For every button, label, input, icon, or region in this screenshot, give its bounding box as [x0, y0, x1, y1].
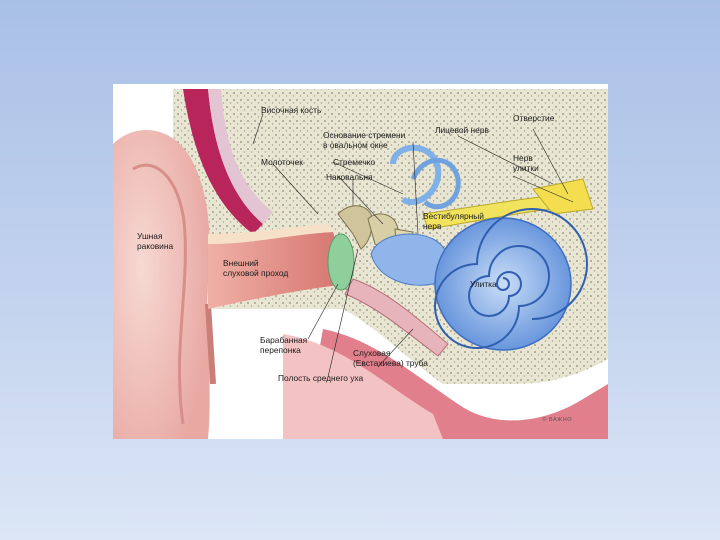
label-temporal-bone: Височная кость — [261, 105, 322, 115]
label-malleus: Молоточек — [261, 157, 303, 167]
illustration-credit: © ВАЖНО — [542, 417, 572, 423]
label-opening: Отверстие — [513, 113, 555, 123]
label-eardrum: Барабанная перепонка — [260, 335, 308, 355]
label-cochlea: Улитка — [470, 279, 497, 289]
eustachian-tube-shape — [344, 278, 449, 357]
label-eustachian-tube: Слуховая (Евстахиева) труба — [353, 348, 428, 368]
label-middle-ear-cavity: Полость среднего уха — [278, 373, 364, 383]
ear-anatomy-illustration — [113, 89, 608, 439]
auricle-shape — [113, 130, 210, 439]
label-auricle: Ушная раковина — [137, 231, 174, 251]
label-stapes-base: Основание стремени в овальном окне — [323, 130, 406, 150]
cochlea-shape — [434, 217, 572, 351]
ossicles-shape — [337, 205, 373, 250]
label-cochlear-nerve: Нерв улитки — [513, 153, 539, 173]
leader-lines — [252, 113, 574, 378]
label-incus: Наковальня — [326, 172, 373, 182]
ear-anatomy-figure: Височная кость Отверстие Основание стрем… — [113, 84, 608, 439]
cochlea-spiral — [434, 208, 588, 349]
ear-canal-shape — [208, 232, 348, 309]
label-ear-canal: Внешний слуховой проход — [223, 258, 289, 278]
label-stapes: Стремечко — [333, 157, 376, 167]
muscle-strip — [183, 89, 263, 234]
label-facial-nerve: Лицевой нерв — [435, 125, 489, 135]
label-vestibular-nerve: Вестибулярный нерв — [423, 211, 484, 231]
eardrum-shape — [327, 233, 355, 291]
